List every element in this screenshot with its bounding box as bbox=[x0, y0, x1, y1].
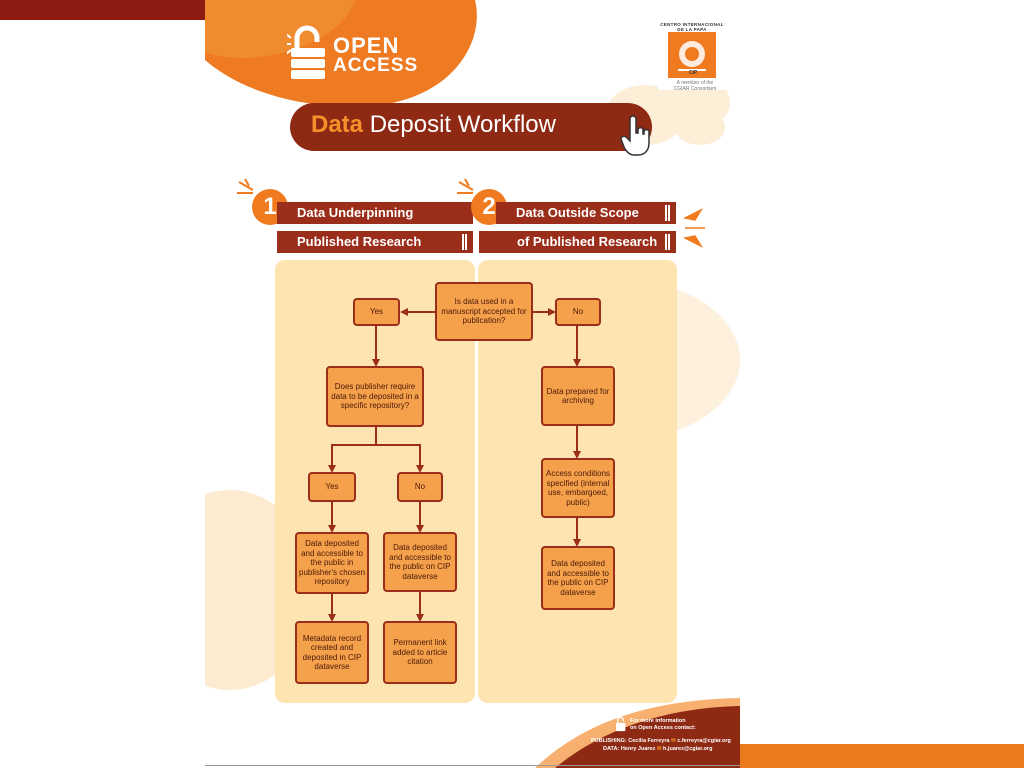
bottom-accent-bar bbox=[740, 744, 1024, 768]
top-accent-bar bbox=[0, 0, 205, 20]
footer-email-data[interactable]: h.juarez@cgiar.org bbox=[663, 746, 713, 752]
section-2-title-line2: of Published Research bbox=[517, 234, 658, 249]
brand-line1: OPEN bbox=[333, 33, 400, 58]
section-2-header-line1: Data Outside Scope bbox=[496, 202, 676, 224]
node-metadata-record: Metadata record created and deposited in… bbox=[295, 621, 369, 684]
section-1-header-line2: Published Research bbox=[277, 231, 473, 253]
footer-publishing-label: PUBLISHING: Cecilia Ferreyra bbox=[591, 738, 670, 744]
cip-subtitle-line2: CGIAR Consortium bbox=[673, 86, 717, 92]
node-publisher-requirement: Does publisher require data to be deposi… bbox=[326, 366, 424, 427]
section-number-2: 2 bbox=[471, 189, 507, 225]
section-1-title-line1: Data Underpinning bbox=[297, 205, 414, 220]
node-deposited-cip-right: Data deposited and accessible to the pub… bbox=[541, 546, 615, 610]
open-lock-icon bbox=[616, 716, 626, 732]
title-banner bbox=[290, 103, 652, 151]
title-highlight: Data bbox=[311, 111, 364, 138]
footer-info: For more information on Open Access cont… bbox=[630, 718, 696, 732]
section-1-title-line2: Published Research bbox=[297, 234, 422, 249]
cloud-decoration bbox=[675, 110, 725, 145]
node-question: Is data used in a manuscript accepted fo… bbox=[435, 282, 533, 341]
node-no-2: No bbox=[397, 472, 443, 502]
node-access-conditions: Access conditions specified (internal us… bbox=[541, 458, 615, 518]
cip-logo-text: CENTRO INTERNACIONAL DE LA PAPA bbox=[660, 22, 724, 32]
spark-icon bbox=[457, 178, 474, 194]
section-1-header-line1: Data Underpinning bbox=[277, 202, 473, 224]
node-yes: Yes bbox=[353, 298, 400, 326]
cip-subtitle: A member of the CGIAR Consortium bbox=[657, 80, 733, 92]
bottom-divider bbox=[205, 765, 740, 766]
section-2-header-line2: of Published Research bbox=[479, 231, 676, 253]
footer-line1: For more information bbox=[630, 718, 686, 724]
pointing-hand-icon bbox=[620, 115, 650, 156]
spark-icon bbox=[237, 178, 254, 194]
footer-wave bbox=[535, 698, 740, 768]
brand-wordmark: OPEN ACCESS bbox=[333, 33, 419, 76]
node-deposited-cip-left: Data deposited and accessible to the pub… bbox=[383, 532, 457, 592]
section-2-title-line1: Data Outside Scope bbox=[516, 205, 639, 220]
poster: OPEN ACCESS CENTRO INTERNACIONAL DE LA P… bbox=[205, 0, 740, 768]
cip-logo-abbr: CIP bbox=[688, 70, 698, 76]
footer-publishing-contact: PUBLISHING: Cecilia Ferreyra ✉ c.ferreyr… bbox=[591, 738, 731, 745]
brand-line2: ACCESS bbox=[333, 55, 419, 76]
footer-email-publishing[interactable]: c.ferreyra@cgiar.org bbox=[677, 738, 731, 744]
pipe-icon bbox=[462, 234, 467, 250]
footer-data-contact: DATA: Henry Juarez ✉ h.juarez@cgiar.org bbox=[603, 746, 712, 753]
flow-connectors bbox=[328, 308, 581, 622]
cip-subtitle-line1: A member of the bbox=[676, 80, 714, 86]
mail-icon: ✉ bbox=[656, 746, 662, 752]
title-rest: Deposit Workflow bbox=[363, 111, 556, 138]
pipe-icon bbox=[665, 234, 670, 250]
footer-line2: on Open Access contact: bbox=[630, 725, 696, 731]
node-yes-2: Yes bbox=[308, 472, 356, 502]
mail-icon: ✉ bbox=[671, 738, 676, 744]
pipe-icon bbox=[665, 205, 670, 221]
footer-data-label: DATA: Henry Juarez bbox=[603, 746, 656, 752]
cip-logo bbox=[658, 22, 726, 90]
node-permanent-link: Permanent link added to article citation bbox=[383, 621, 457, 684]
node-deposited-publisher-repo: Data deposited and accessible to the pub… bbox=[295, 532, 369, 594]
node-data-prepared: Data prepared for archiving bbox=[541, 366, 615, 426]
node-no: No bbox=[555, 298, 601, 326]
spark-icon bbox=[682, 208, 705, 248]
header-blob bbox=[205, 0, 477, 107]
open-lock-icon bbox=[287, 25, 325, 79]
page-title: Data Deposit Workflow bbox=[311, 111, 556, 139]
